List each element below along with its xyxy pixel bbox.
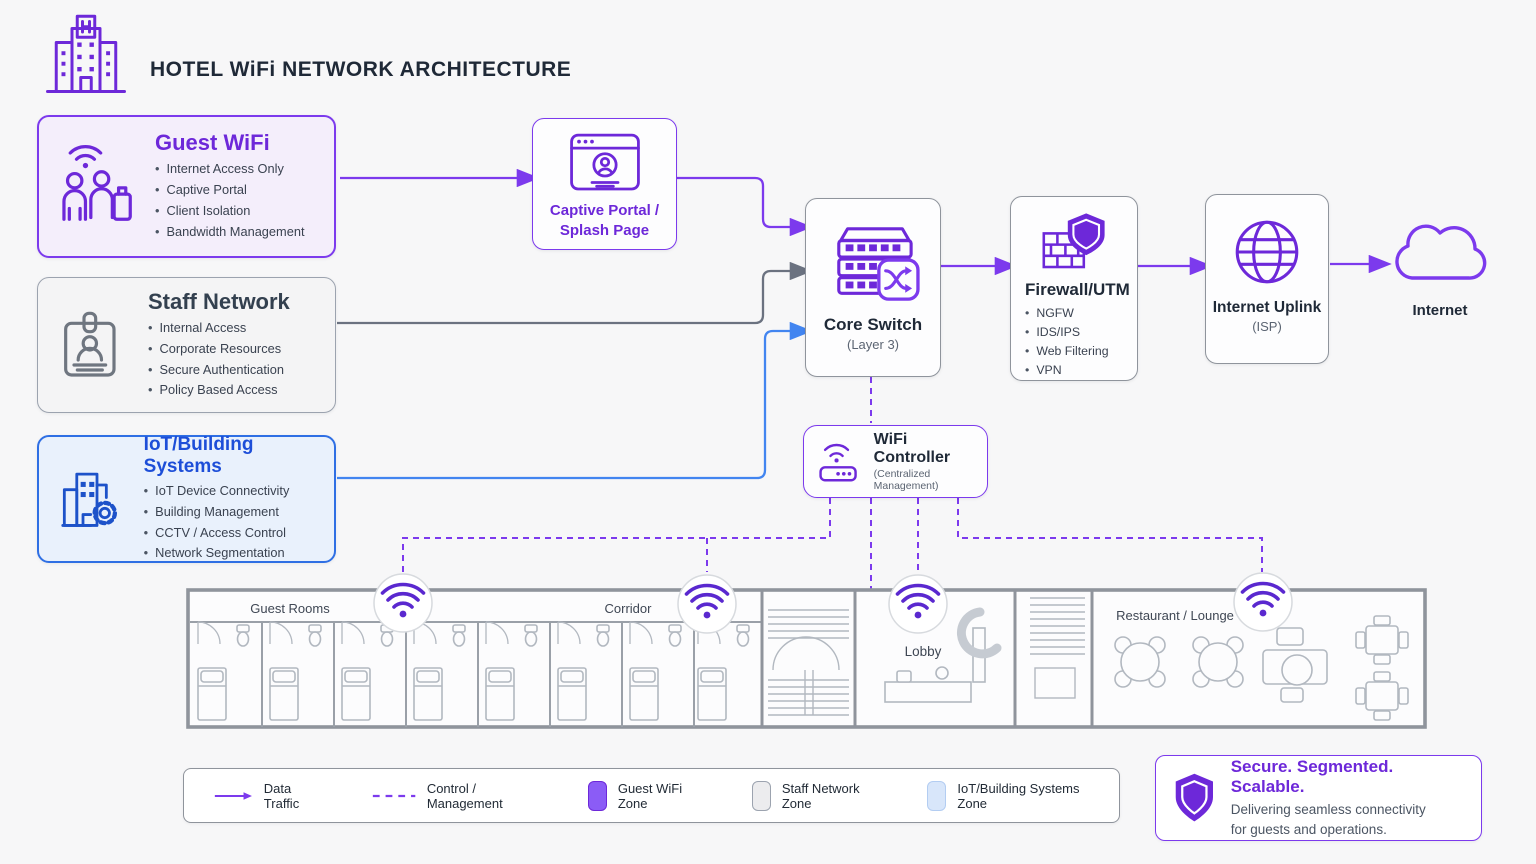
core-switch-title: Core Switch [823,315,923,334]
legend-item-data-traffic: Data Traffic [214,781,320,811]
list-item: Corporate Resources [148,339,290,360]
edge-portal-to-switch [677,176,813,237]
guest-rooms-block [197,621,750,727]
list-item: Bandwidth Management [155,222,304,243]
list-item: CCTV / Access Control [144,523,324,544]
legend-item-control-management: Control / Management [372,781,536,811]
list-item: Web Filtering [1025,342,1108,361]
legend: Data Traffic Control / Management Guest … [183,768,1120,823]
access-point-icon [676,573,738,635]
floorplan: Guest Rooms Corridor Lobby Restaurant / … [186,571,1427,729]
zone-staff-network: Staff Network Internal Access Corporate … [37,277,336,413]
legend-label: Data Traffic [263,780,300,811]
node-captive-portal: Captive Portal / Splash Page [532,118,677,250]
stairwell-2 [1030,597,1085,699]
badge-line2: for guests and operations. [1230,821,1387,837]
firewall-shield-icon [1042,213,1105,269]
firewall-title: Firewall/UTM [1025,279,1130,299]
zone-staff-list: Internal Access Corporate Resources Secu… [148,318,290,402]
list-item: Internet Access Only [155,159,305,180]
legend-label: Guest WiFi Zone [617,780,683,811]
shield-icon [1175,773,1213,822]
legend-label: IoT/Building Systems Zone [957,780,1080,811]
node-firewall: Firewall/UTM NGFW IDS/IPS Web Filtering … [1010,196,1138,381]
node-core-switch: Core Switch (Layer 3) [805,198,941,377]
app-logo [44,8,128,98]
guests-wifi-icon [62,144,132,221]
list-item: Network Segmentation [144,543,324,564]
zone-guest-title: Guest WiFi [155,130,270,156]
solid-arrow-icon [214,791,252,800]
page-title: HOTEL WiFi NETWORK ARCHITECTURE [150,58,572,81]
label-lobby: Lobby [905,644,942,659]
list-item: IoT Device Connectivity [144,481,324,502]
captive-portal-label: Captive Portal / Splash Page [549,202,660,239]
access-point-icon [1232,571,1294,633]
internet-label: Internet [1412,302,1468,319]
core-switch-icon [837,227,920,301]
zone-iot-building: IoT/Building Systems IoT Device Connecti… [37,433,336,565]
node-internet-cloud: Internet [1381,220,1499,319]
zone-guest-list: Internet Access Only Captive Portal Clie… [155,159,305,243]
globe-icon [1235,220,1299,284]
list-item: Building Management [144,502,324,523]
zone-iot-title: IoT/Building Systems [143,433,254,477]
badge-title: Secure. Segmented. Scalable. [1230,756,1394,796]
legend-item-iot-zone: IoT/Building Systems Zone [927,780,1089,811]
list-item: Policy Based Access [148,380,290,401]
core-switch-subtitle: (Layer 3) [846,337,900,352]
iot-zone-swatch [927,780,947,811]
label-restaurant: Restaurant / Lounge [1116,608,1234,623]
list-item: IDS/IPS [1025,323,1109,342]
edge-staff-to-switch [337,261,813,325]
list-item: VPN [1025,361,1109,380]
label-corridor: Corridor [605,601,653,616]
badge-line1: Delivering seamless connectivity [1230,801,1426,817]
staff-badge-icon [64,311,116,377]
dashed-line-icon [372,794,415,797]
list-item: Captive Portal [155,180,305,201]
legend-item-staff-zone: Staff Network Zone [751,780,876,811]
staff-zone-swatch [751,780,771,811]
list-item: Internal Access [148,318,290,339]
building-gear-icon [61,472,118,527]
firewall-list: NGFW IDS/IPS Web Filtering VPN [1025,304,1109,380]
controller-subtitle: (Centralized Management) [873,468,939,492]
access-point-icon [372,572,434,634]
control-management-links [402,377,1263,589]
guest-zone-swatch [588,780,607,811]
cloud-icon [1395,224,1487,280]
tagline-badge: Secure. Segmented. Scalable. Delivering … [1155,755,1482,841]
node-internet-uplink: Internet Uplink (ISP) [1205,194,1329,364]
edge-iot-to-switch [337,321,813,480]
uplink-subtitle: (ISP) [1252,319,1282,334]
label-guest-rooms: Guest Rooms [250,601,330,616]
controller-title: WiFi Controller [873,431,951,466]
list-item: NGFW [1025,304,1109,323]
uplink-title: Internet Uplink [1212,299,1322,316]
zone-iot-list: IoT Device Connectivity Building Managem… [144,481,324,565]
splash-page-icon [569,133,640,191]
wifi-controller-icon [819,443,857,481]
list-item: Secure Authentication [148,360,290,381]
legend-label: Control / Management [426,780,503,811]
zone-staff-title: Staff Network [148,288,290,314]
restaurant-block [1114,615,1409,721]
zone-guest-wifi: Guest WiFi Internet Access Only Captive … [37,115,336,258]
legend-label: Staff Network Zone [781,780,860,811]
list-item: Client Isolation [155,201,305,222]
access-point-icon [887,573,949,635]
lobby-block [884,607,1002,703]
stairwell [768,609,849,716]
hotel-building-icon [46,14,126,93]
node-wifi-controller: WiFi Controller (Centralized Management) [803,425,988,498]
legend-item-guest-zone: Guest WiFi Zone [588,780,700,811]
